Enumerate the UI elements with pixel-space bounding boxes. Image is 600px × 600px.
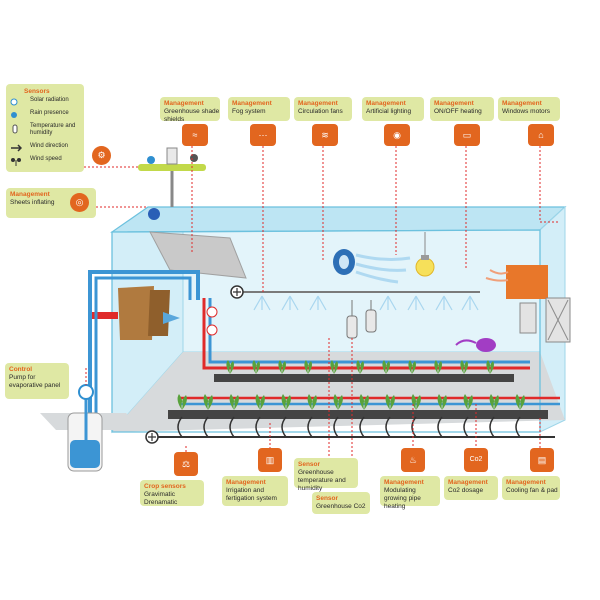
fog-system-icon: ⋯ <box>250 124 276 146</box>
weather-station-icon: ⚙ <box>92 146 111 165</box>
card-co2-sensor: Sensor Greenhouse Co2 <box>312 492 370 514</box>
shade-shield-icon: ≈ <box>182 124 208 146</box>
gravimatic-sensor-icon: ⚖ <box>174 452 198 476</box>
heater-icon: ▭ <box>454 124 480 146</box>
shade-shield <box>149 231 247 279</box>
card-fog-system: Management Fog system <box>228 97 290 121</box>
greenhouse-roof <box>110 206 567 233</box>
artificial-light <box>415 257 435 277</box>
sensor-temperature-humidity: Temperature and humidity <box>10 123 88 141</box>
co2-icon: Co2 <box>464 448 488 472</box>
sensor-wind-speed: Wind speed <box>10 156 88 168</box>
thermometer-icon <box>10 124 20 137</box>
card-windows-motors: Management Windows motors <box>498 97 560 121</box>
sheet-inflator <box>148 208 160 220</box>
cooling-pad-icon: ▤ <box>530 448 554 472</box>
sun-sensor-icon <box>10 98 18 109</box>
sensor-rain-presence: Rain presence <box>10 110 88 122</box>
grow-bed-back <box>214 374 514 382</box>
card-circulation-fans: Management Circulation fans <box>294 97 352 121</box>
anemometer-icon <box>10 157 22 169</box>
pipe-heating-icon: ♨ <box>401 448 425 472</box>
card-shade-shields: Management Greenhouse shade shields <box>160 97 220 123</box>
card-onoff-heating: Management ON/OFF heating <box>430 97 494 121</box>
card-cooling-fan-pad: Management Cooling fan & pad <box>502 476 560 500</box>
evaporative-pad <box>118 286 154 340</box>
sensors-kind: Sensors <box>24 88 50 95</box>
card-co2-dosage: Management Co2 dosage <box>444 476 498 500</box>
sheet-inflating-icon: ◎ <box>70 193 89 212</box>
weather-station <box>138 164 206 171</box>
co2-emitter <box>476 338 496 352</box>
card-pipe-heating: Management Modulating growing pipe heati… <box>380 476 440 510</box>
grow-bed-front <box>168 410 548 419</box>
wind-vane-icon <box>10 144 23 155</box>
exhaust-fan-small <box>519 302 537 334</box>
card-crop-sensors: Crop sensors Gravimatic Drenamatic <box>140 480 204 506</box>
circulation-fan-icon: ≋ <box>312 124 338 146</box>
fertigation-icon: ▥ <box>258 448 282 472</box>
card-temp-humidity-sensor: Sensor Greenhouse temperature and humidi… <box>294 458 358 492</box>
card-irrigation: Management Irrigation and fertigation sy… <box>222 476 288 506</box>
co2-sensor <box>365 309 377 333</box>
window-motor-icon: ⌂ <box>528 124 554 146</box>
sensor-wind-direction: Wind direction <box>10 143 88 155</box>
light-bulb-icon: ◉ <box>384 124 410 146</box>
heater-unit <box>506 265 548 299</box>
sensor-solar-radiation: Solar radiation <box>10 97 88 109</box>
sensors-panel: Sensors Solar radiation Rain presence Te… <box>6 84 84 172</box>
temp-humidity-sensor <box>346 315 358 339</box>
pump-valve <box>78 384 94 400</box>
card-artificial-lighting: Management Artificial lighting <box>362 97 424 121</box>
control-pump-card: Control Pump for evaporative panel <box>5 363 69 399</box>
rain-sensor-icon <box>10 111 18 122</box>
